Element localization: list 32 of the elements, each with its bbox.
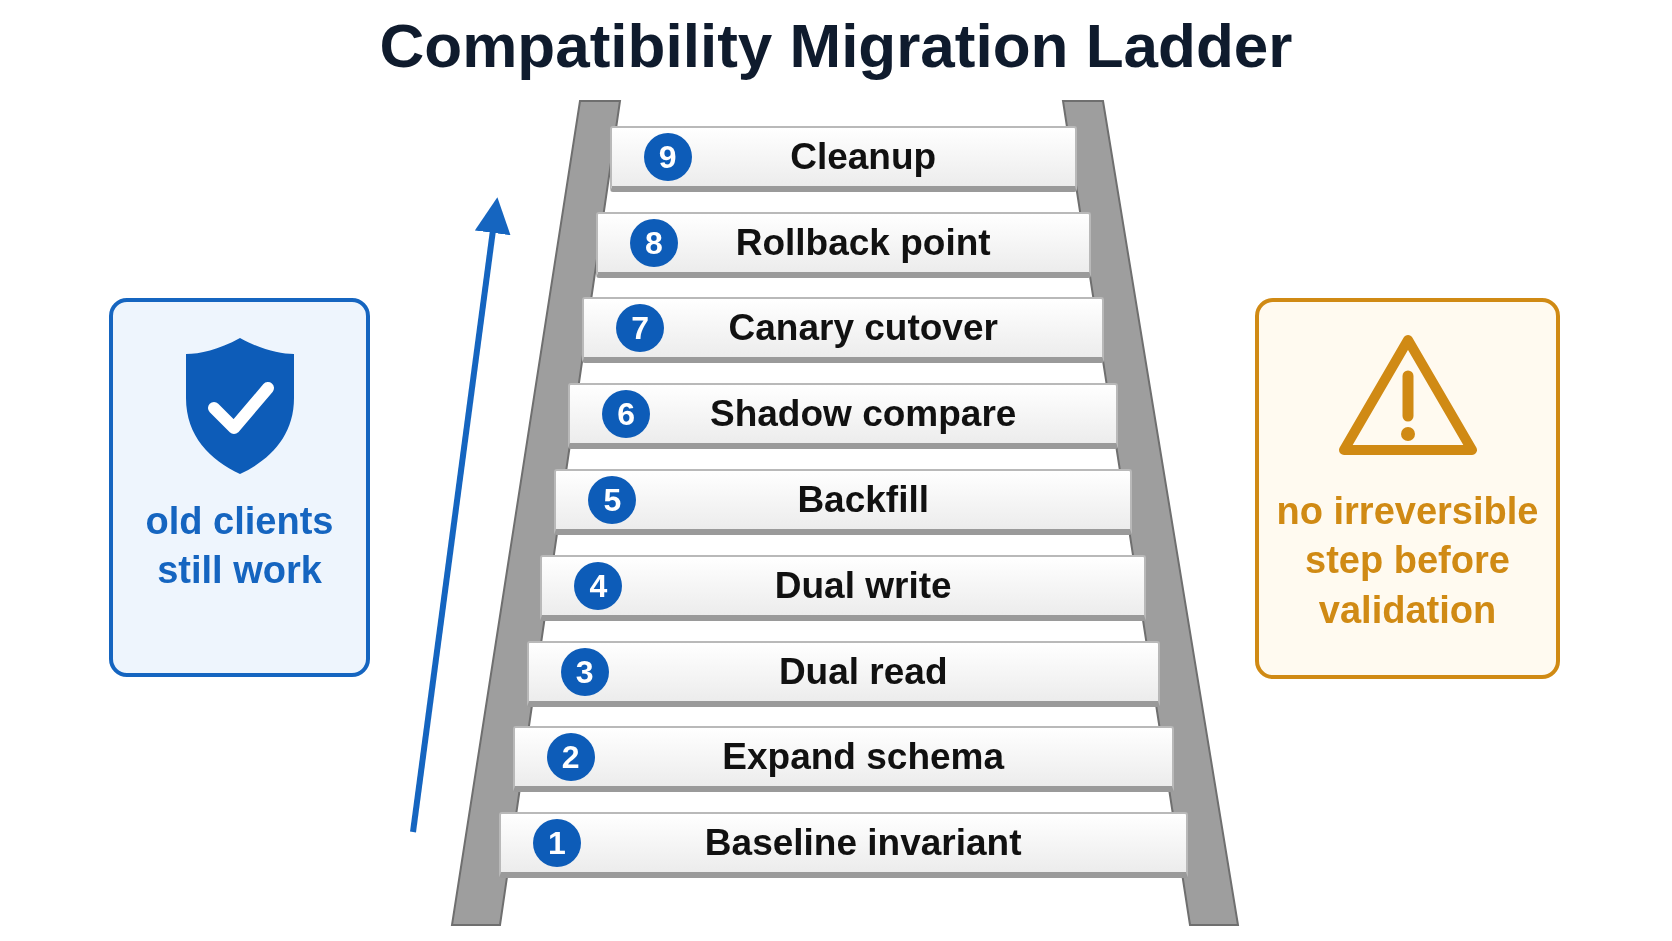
step-number-badge: 7 [616, 304, 665, 353]
note-text: no irreversible step before validation [1275, 489, 1540, 633]
step-label: Dual write [774, 564, 952, 607]
step-label: Backfill [797, 479, 929, 522]
note-card [1255, 298, 1560, 679]
step-label: Dual read [778, 650, 948, 693]
step-label: Cleanup [790, 135, 937, 178]
ladder-rung [595, 211, 1091, 278]
note-text: old clients still work [144, 499, 335, 594]
ladder-rung [512, 726, 1174, 793]
note-card [109, 298, 370, 677]
step-number-badge: 1 [532, 819, 581, 868]
step-number-badge: 6 [602, 390, 651, 439]
step-number-badge: 4 [574, 561, 623, 610]
step-label: Shadow compare [710, 393, 1017, 436]
ladder-rung [498, 812, 1188, 879]
step-label: Expand schema [722, 736, 1005, 779]
ladder-rung [568, 383, 1119, 450]
ladder-rung [554, 469, 1133, 536]
step-label: Rollback point [735, 221, 991, 264]
step-label: Canary cutover [728, 307, 998, 350]
step-number-badge: 9 [643, 132, 692, 181]
ladder-rung [582, 297, 1105, 364]
ladder-rung [526, 640, 1160, 707]
step-number-badge: 2 [546, 733, 595, 782]
step-label: Baseline invariant [704, 822, 1022, 865]
ladder-rung [609, 125, 1077, 192]
step-number-badge: 3 [560, 647, 609, 696]
step-number-badge: 5 [588, 476, 637, 525]
ladder-rung [540, 554, 1146, 621]
step-number-badge: 8 [629, 218, 678, 267]
title: Compatibility Migration Ladder [379, 10, 1293, 81]
